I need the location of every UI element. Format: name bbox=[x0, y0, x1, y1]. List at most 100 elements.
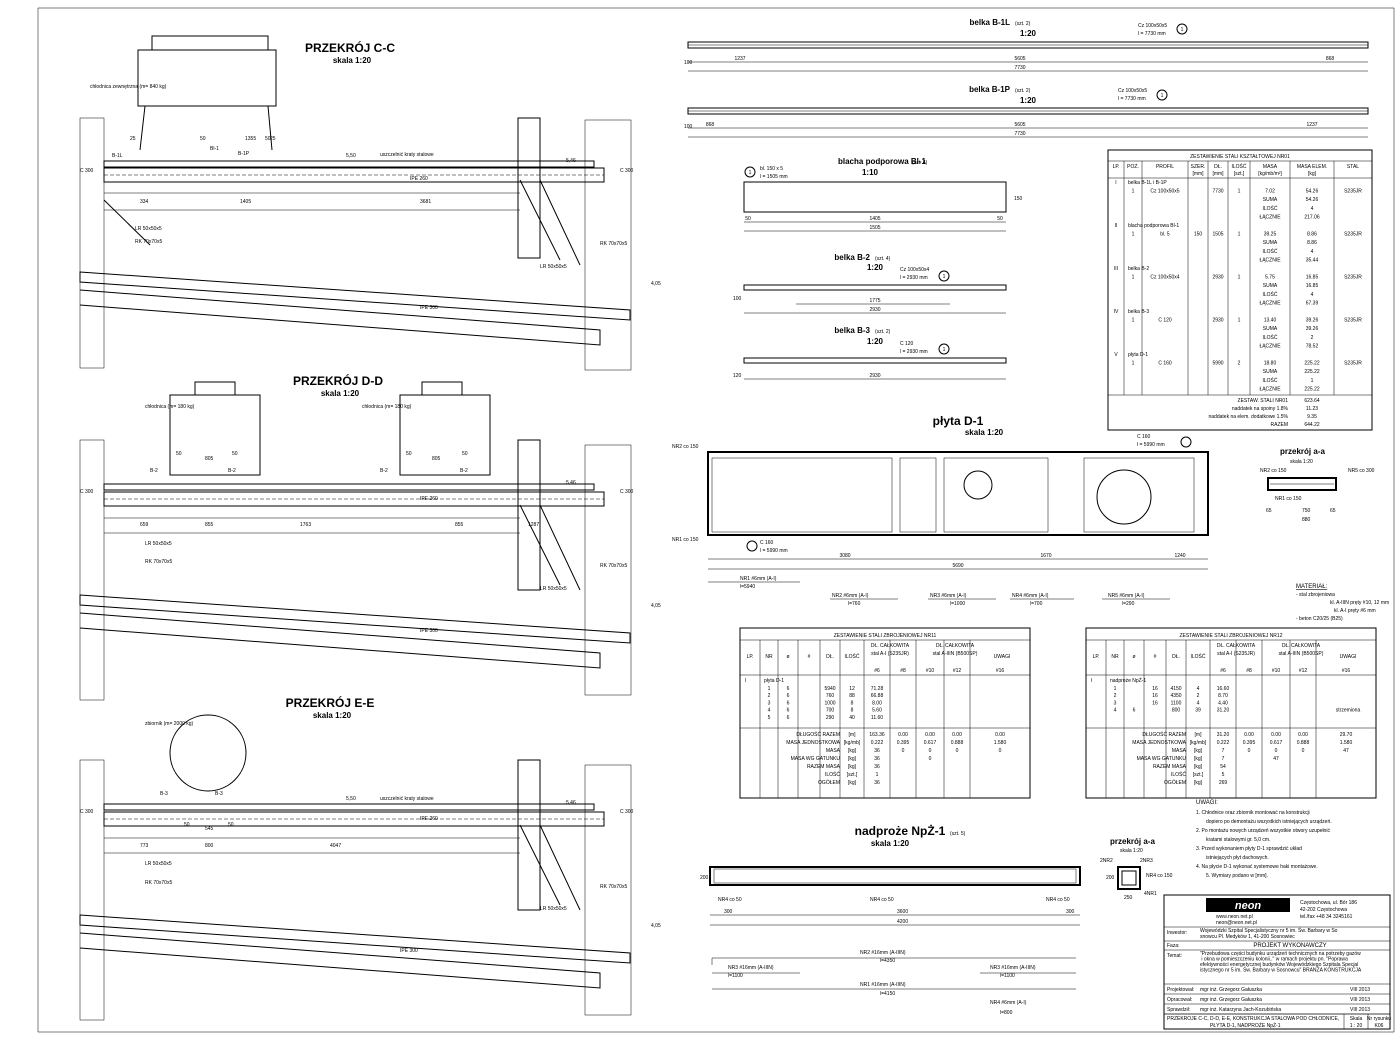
plate-d1-outline bbox=[707, 451, 1209, 536]
table-cell: ŁĄCZNIE bbox=[1259, 300, 1281, 306]
sheet-frame bbox=[37, 7, 1395, 1033]
rebar-table-nr12: ZESTAWIENIE STALI ZBROJENIOWEJ NR12LP.NR… bbox=[1085, 627, 1377, 799]
rebar-label: l=4350 bbox=[880, 958, 895, 964]
table-title: ZESTAWIENIE STALI ZBROJENIOWEJ NR12 bbox=[1180, 633, 1283, 639]
left-wall-cc bbox=[79, 117, 105, 369]
dimension: 200 bbox=[700, 875, 709, 881]
summary-unit: [kg/mb] bbox=[844, 740, 861, 746]
tb-date: VIII 2013 bbox=[1350, 997, 1370, 1003]
material-line: kl. A-I pręty #6 mm bbox=[1334, 608, 1376, 614]
table-cell: 1 bbox=[768, 686, 771, 692]
table-cell: 54.26 bbox=[1306, 189, 1319, 195]
summary-value: 0 bbox=[929, 748, 932, 754]
table-cell: 3 bbox=[1114, 700, 1117, 706]
svg-text:przekrój a-a: przekrój a-a bbox=[1280, 447, 1325, 456]
table-cell: 225.22 bbox=[1304, 386, 1320, 392]
svg-text:MATERIAŁ:: MATERIAŁ: bbox=[1296, 584, 1328, 590]
summary-value: 36 bbox=[874, 748, 880, 754]
dimension: 3600 bbox=[897, 909, 908, 915]
summary-value: 0 bbox=[999, 748, 1002, 754]
table-cell: 7730 bbox=[1212, 189, 1223, 195]
table-cell: 1000 bbox=[824, 700, 835, 706]
dimension: 334 bbox=[140, 199, 149, 205]
rebar-label: NR1 #6mm (A-I) bbox=[740, 576, 777, 582]
summary-value: 623.64 bbox=[1304, 398, 1320, 404]
rebar-label: NR4 #6mm (A-I) bbox=[990, 1000, 1027, 1006]
table-cell: SUMA bbox=[1263, 369, 1278, 375]
dimension: 868 bbox=[1326, 56, 1335, 62]
title-block: neon www.neon.net.pl neon@neon.net.pl Cz… bbox=[1163, 894, 1391, 1030]
note-line: 1. Chłodnice oraz zbiornik montować na k… bbox=[1196, 810, 1310, 816]
beam-b3: belka B-3 (szt. 2) 1:20 C 120 l = 2930 m… bbox=[733, 326, 1007, 380]
beam-b1p: belka B-1P (szt. 2) 1:20 Cz 100x50x5 l =… bbox=[684, 85, 1369, 138]
rebar-label: NR3 #6mm (A-I) bbox=[930, 593, 967, 599]
table-header: NR bbox=[765, 654, 773, 660]
section-dd-scale: skala 1:20 bbox=[321, 389, 360, 398]
table-cell: SUMA bbox=[1263, 283, 1278, 289]
table-header: #12 bbox=[1299, 668, 1308, 674]
table-header: #16 bbox=[996, 668, 1005, 674]
table-cell: 4 bbox=[1114, 708, 1117, 714]
summary-unit: [kg] bbox=[848, 764, 857, 770]
dimension: 3681 bbox=[420, 199, 431, 205]
svg-text:belka B-3: belka B-3 bbox=[834, 326, 870, 335]
table-cell: 5940 bbox=[824, 686, 835, 692]
table-cell: SUMA bbox=[1263, 240, 1278, 246]
table-cell: 16 bbox=[1152, 686, 1158, 692]
table-header: NR bbox=[1111, 654, 1119, 660]
summary-value: 0.888 bbox=[951, 740, 964, 746]
material-line: kl. A-IIIN pręty #10, 12 mm bbox=[1330, 600, 1389, 606]
section-label: C 300 bbox=[80, 809, 94, 815]
svg-text:PROJEKT WYKONAWCZY: PROJEKT WYKONAWCZY bbox=[1253, 943, 1326, 949]
dimension: 1505 bbox=[869, 225, 880, 231]
dimension: 25 bbox=[130, 136, 136, 142]
section-label: 2NR2 bbox=[1100, 858, 1113, 864]
svg-text:chłodnica (m= 180 kg): chłodnica (m= 180 kg) bbox=[145, 404, 195, 410]
table-group: belka B-1L i B-1P bbox=[1128, 180, 1167, 186]
table-cell: 150 bbox=[1194, 232, 1203, 238]
table-cell: 16.60 bbox=[1217, 686, 1230, 692]
dimension: 50 bbox=[176, 451, 182, 457]
section-label: Bl-1 bbox=[210, 146, 219, 152]
summary-label: MASA JEDNOSTKOWA bbox=[786, 740, 840, 746]
table-cell: S235JR bbox=[1344, 318, 1362, 324]
svg-text:K06: K06 bbox=[1375, 1023, 1384, 1029]
dimension: 50 bbox=[228, 822, 234, 828]
table-cell: 5.60 bbox=[872, 708, 882, 714]
section-label: uszczelnić kraty stalowe bbox=[380, 796, 434, 802]
dimension: 5605 bbox=[1014, 56, 1025, 62]
table-cell: 78.52 bbox=[1306, 343, 1319, 349]
section-label: 750 bbox=[1302, 508, 1311, 514]
table-title: ZESTAWIENIE STALI ZBROJENIOWEJ NR11 bbox=[834, 633, 937, 639]
rebar-label: l=4150 bbox=[880, 991, 895, 997]
section-label: C 300 bbox=[80, 168, 94, 174]
grating-cc bbox=[103, 160, 595, 168]
table-header: MASA bbox=[1263, 164, 1278, 170]
table-cell: ILOŚĆ bbox=[1262, 290, 1277, 298]
svg-text:blacha podporowa Bl-1: blacha podporowa Bl-1 bbox=[838, 157, 927, 166]
table-cell: 31.20 bbox=[1217, 708, 1230, 714]
dimension: 50 bbox=[406, 451, 412, 457]
table-cell: 71.28 bbox=[871, 686, 884, 692]
section-label: 65 bbox=[1330, 508, 1336, 514]
table-cell: 4 bbox=[1311, 249, 1314, 255]
svg-text:www.neon.net.pl: www.neon.net.pl bbox=[1216, 914, 1253, 920]
table-cell: 5.75 bbox=[1265, 275, 1275, 281]
svg-text:1:20: 1:20 bbox=[1020, 29, 1037, 38]
summary-value: 29.70 bbox=[1340, 732, 1353, 738]
svg-text:Faza:: Faza: bbox=[1167, 943, 1180, 949]
rebar-label: l=290 bbox=[1122, 601, 1135, 607]
tb-person: mgr inż. Katarzyna Jach-Kozubińska bbox=[1200, 1007, 1281, 1013]
table-group: belka B-3 bbox=[1128, 309, 1149, 315]
grating-dd bbox=[103, 483, 595, 491]
summary-value: 0.00 bbox=[925, 732, 935, 738]
rebar-label: NR3 #16mm (A-IIIN) bbox=[990, 965, 1036, 971]
summary-unit: [kg] bbox=[848, 780, 857, 786]
table-header: UWAGI bbox=[994, 654, 1011, 660]
table-header: #16 bbox=[1342, 668, 1351, 674]
summary-label: OGÓŁEM bbox=[1164, 779, 1186, 786]
table-cell: S235JR bbox=[1344, 232, 1362, 238]
summary-label: OGÓŁEM bbox=[818, 779, 840, 786]
dimension: 2930 bbox=[869, 373, 880, 379]
svg-text:belka B-2: belka B-2 bbox=[834, 253, 870, 262]
